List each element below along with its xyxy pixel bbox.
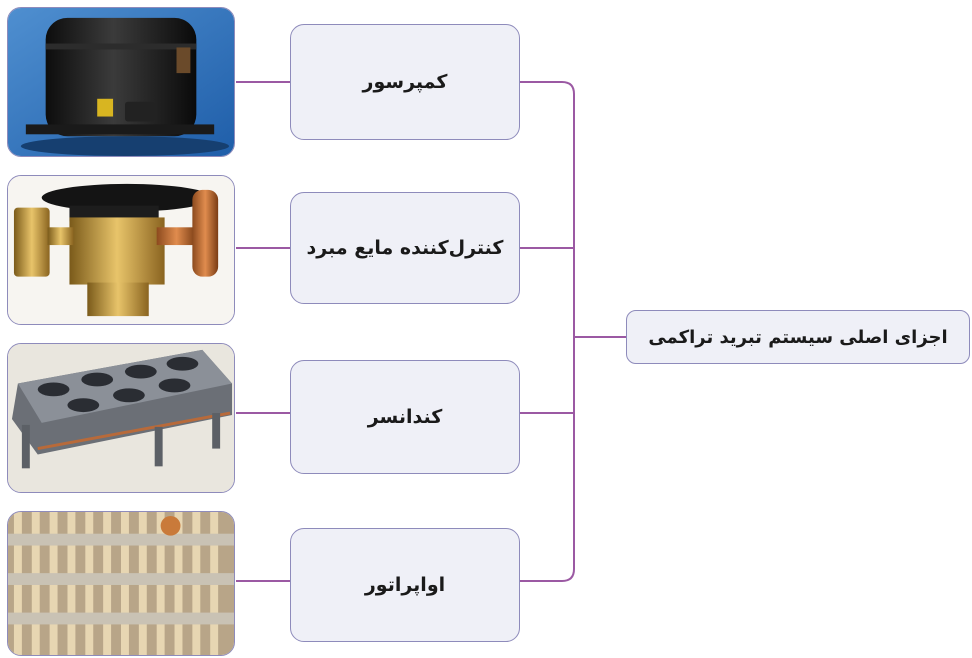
component-label: کمپرسور <box>362 71 448 93</box>
expansion-valve-photo <box>7 175 235 325</box>
component-label: کندانسر <box>367 406 443 428</box>
bracket-line <box>520 81 575 582</box>
root-label: اجزای اصلی سیستم تبرید تراکمی <box>648 326 948 348</box>
component-evaporator: اواپراتور <box>290 528 520 642</box>
root-node: اجزای اصلی سیستم تبرید تراکمی <box>626 310 970 364</box>
condenser-photo <box>7 343 235 493</box>
component-compressor: کمپرسور <box>290 24 520 140</box>
evaporator-photo <box>7 511 235 656</box>
compressor-photo <box>7 7 235 157</box>
component-refrigerant-control: کنترل‌کننده مایع مبرد <box>290 192 520 304</box>
component-label: کنترل‌کننده مایع مبرد <box>306 237 504 259</box>
component-label: اواپراتور <box>364 574 446 596</box>
component-condenser: کندانسر <box>290 360 520 474</box>
